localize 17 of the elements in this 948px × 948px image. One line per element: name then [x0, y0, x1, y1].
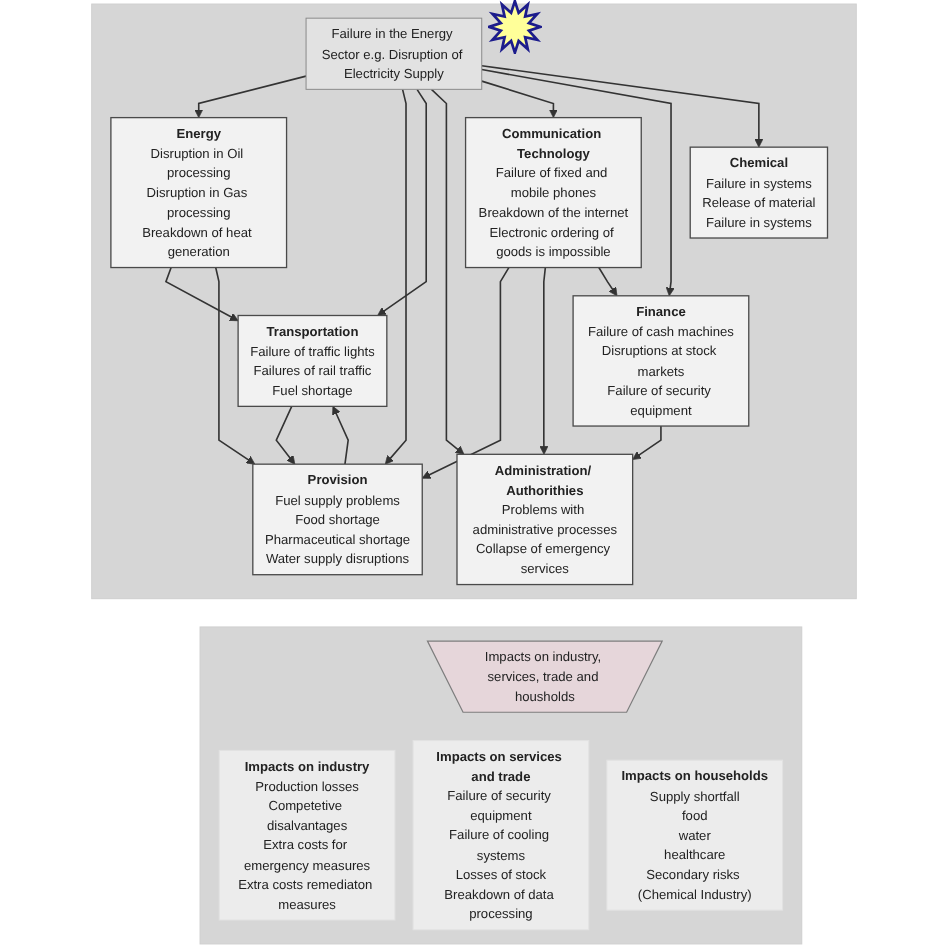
- arrow: [539, 266, 549, 455]
- arrow: [384, 88, 407, 465]
- arrow: [421, 266, 510, 479]
- cluster: [91, 3, 857, 600]
- arrow: [430, 88, 465, 455]
- arrow: [632, 425, 662, 460]
- arrow: [377, 88, 427, 316]
- arrow: [275, 405, 296, 465]
- arrow: [480, 68, 675, 297]
- cluster: [199, 626, 803, 945]
- arrow: [480, 80, 558, 118]
- arrow: [214, 266, 256, 465]
- arrow: [194, 75, 307, 118]
- arrow: [332, 405, 349, 465]
- arrow: [598, 266, 618, 297]
- arrow: [164, 266, 239, 322]
- arrow: [480, 64, 764, 148]
